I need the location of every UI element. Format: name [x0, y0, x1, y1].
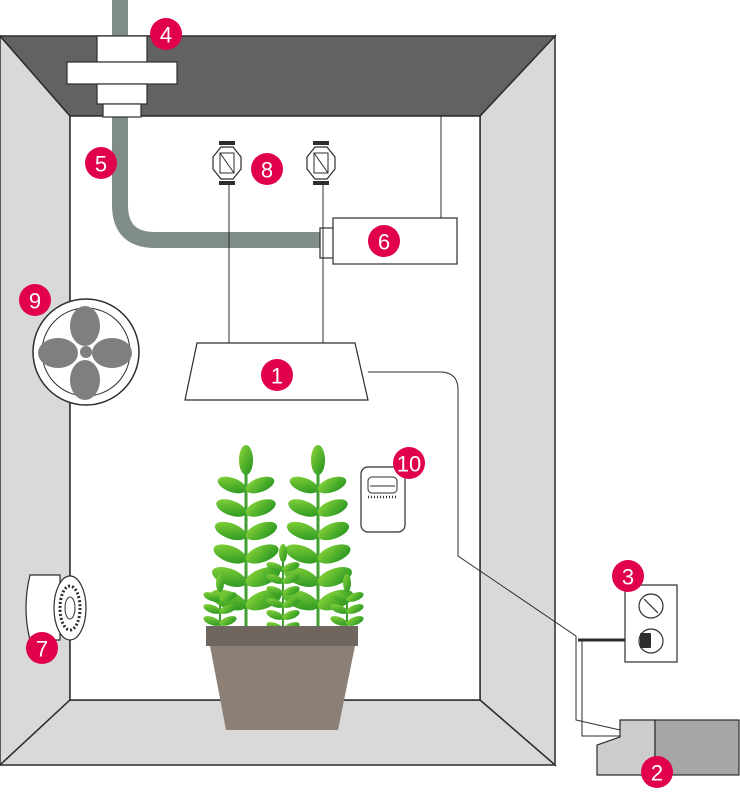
marker-intake-fan: 7 — [26, 632, 58, 664]
marker-label: 10 — [397, 452, 421, 477]
leaf — [317, 499, 348, 517]
marker-label: 4 — [160, 23, 172, 48]
leaf — [266, 610, 284, 620]
marker-circle — [26, 632, 58, 664]
duct-icon — [112, 0, 322, 248]
leaf — [346, 604, 364, 614]
leaf — [219, 604, 237, 614]
marker-label: 7 — [36, 637, 48, 662]
intake-fan-icon — [25, 574, 87, 641]
marker-label: 3 — [622, 565, 634, 590]
plant-icon — [203, 445, 364, 632]
marker-inline-fan: 4 — [150, 18, 182, 50]
leaf — [282, 562, 300, 572]
leaf — [317, 544, 351, 564]
leaf — [282, 574, 300, 584]
leaf — [317, 521, 350, 541]
leaf — [282, 586, 300, 596]
leaf — [266, 586, 284, 596]
leaf — [285, 544, 319, 564]
leaf — [245, 476, 275, 494]
leaf — [216, 574, 224, 592]
markers: 1 2 3 4 5 6 7 8 9 10 — [19, 18, 673, 788]
marker-hangers: 8 — [251, 153, 283, 185]
marker-circle — [251, 153, 283, 185]
marker-circle — [150, 18, 182, 50]
hanger-icon — [306, 141, 336, 343]
inline-fan-icon — [66, 35, 178, 118]
marker-label: 1 — [271, 364, 283, 389]
leaf — [214, 521, 247, 541]
leaf — [282, 610, 300, 620]
marker-circle — [368, 225, 400, 257]
leaf — [266, 562, 284, 572]
hanger-icon — [212, 141, 242, 343]
leaf — [282, 598, 300, 608]
marker-ducting: 5 — [85, 147, 117, 179]
leaf — [330, 592, 348, 602]
leaf — [217, 476, 247, 494]
leaf — [346, 616, 364, 626]
leaf — [245, 544, 279, 564]
marker-label: 5 — [95, 152, 107, 177]
marker-circle — [393, 447, 425, 479]
leaf — [279, 544, 287, 562]
leaf — [245, 566, 280, 588]
leaf — [317, 589, 354, 611]
leaf — [239, 445, 253, 475]
marker-circle — [612, 560, 644, 592]
leaf — [343, 574, 351, 592]
marker-circle — [19, 284, 51, 316]
leaf — [266, 574, 284, 584]
marker-circle — [85, 147, 117, 179]
leaf — [330, 604, 348, 614]
leaf — [203, 592, 221, 602]
leaf — [216, 499, 247, 517]
marker-grow-light: 1 — [261, 359, 293, 391]
leaf — [289, 476, 319, 494]
marker-circle — [261, 359, 293, 391]
hygrometer-icon — [360, 466, 406, 533]
power-cord — [368, 371, 643, 737]
wall-fan-icon — [32, 298, 140, 406]
leaf — [317, 476, 347, 494]
outlet-icon — [624, 584, 678, 663]
marker-label: 8 — [261, 158, 273, 183]
marker-circle — [641, 756, 673, 788]
marker-oscillating-fan: 9 — [19, 284, 51, 316]
tent-right-wall — [479, 34, 556, 767]
leaf — [203, 616, 221, 626]
leaf — [311, 445, 325, 475]
leaf — [245, 499, 276, 517]
marker-label: 2 — [651, 761, 663, 786]
leaf — [330, 616, 348, 626]
marker-hygrometer: 10 — [393, 447, 425, 479]
leaf — [266, 598, 284, 608]
leaf — [219, 616, 237, 626]
marker-label: 6 — [378, 230, 390, 255]
leaf — [286, 521, 319, 541]
leaf — [203, 604, 221, 614]
leaf — [346, 592, 364, 602]
leaf — [219, 592, 237, 602]
marker-carbon-filter: 6 — [368, 225, 400, 257]
leaf — [288, 499, 319, 517]
leaf — [213, 544, 247, 564]
leaf — [245, 521, 278, 541]
pot-icon — [206, 626, 358, 730]
marker-outlet: 3 — [612, 560, 644, 592]
marker-label: 9 — [29, 289, 41, 314]
marker-ballast: 2 — [641, 756, 673, 788]
